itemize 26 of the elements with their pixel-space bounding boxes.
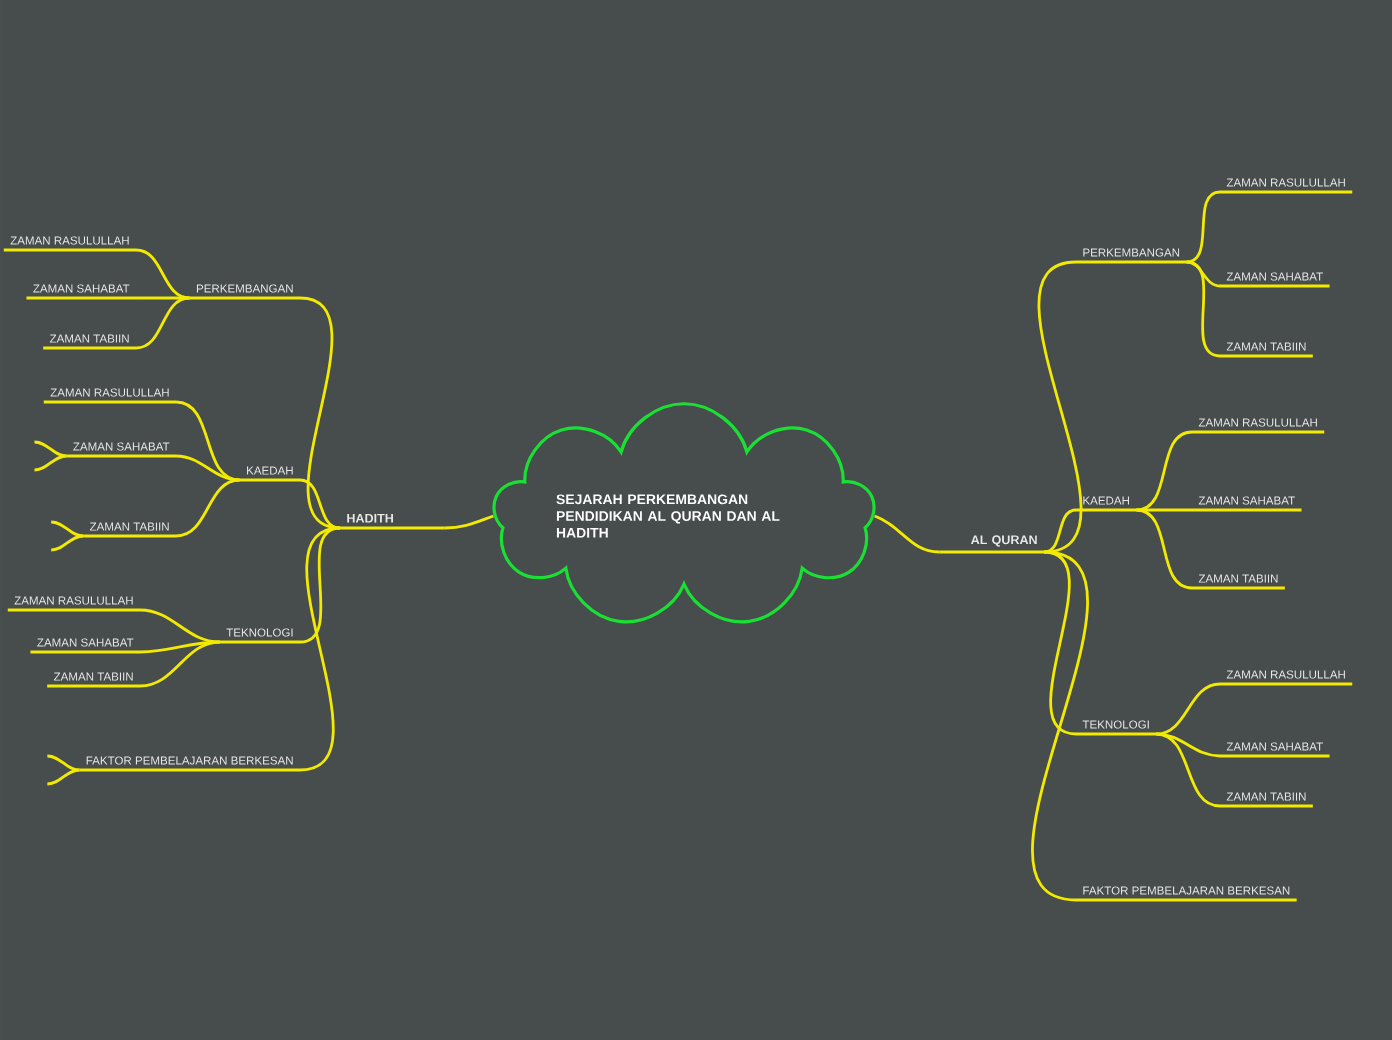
connector	[175, 400, 240, 482]
connector	[874, 514, 940, 554]
connector	[1031, 550, 1089, 902]
connector	[299, 526, 341, 772]
connector	[1186, 190, 1221, 264]
connector	[139, 608, 220, 644]
connector	[51, 534, 84, 552]
connector	[34, 440, 67, 458]
connector	[1156, 732, 1221, 808]
connector	[1043, 508, 1077, 554]
connector	[1037, 260, 1083, 554]
connector	[1136, 430, 1193, 512]
connector	[1136, 508, 1193, 590]
connector	[139, 640, 220, 688]
connector	[1043, 550, 1077, 736]
connector	[1156, 682, 1221, 736]
connector	[135, 296, 190, 350]
connector	[175, 478, 240, 538]
connector	[444, 514, 494, 530]
connector	[299, 478, 341, 530]
connector	[47, 768, 80, 786]
connector	[34, 454, 67, 472]
connector	[51, 520, 84, 538]
connector	[135, 248, 190, 300]
connector	[47, 754, 80, 772]
connector	[175, 454, 240, 482]
